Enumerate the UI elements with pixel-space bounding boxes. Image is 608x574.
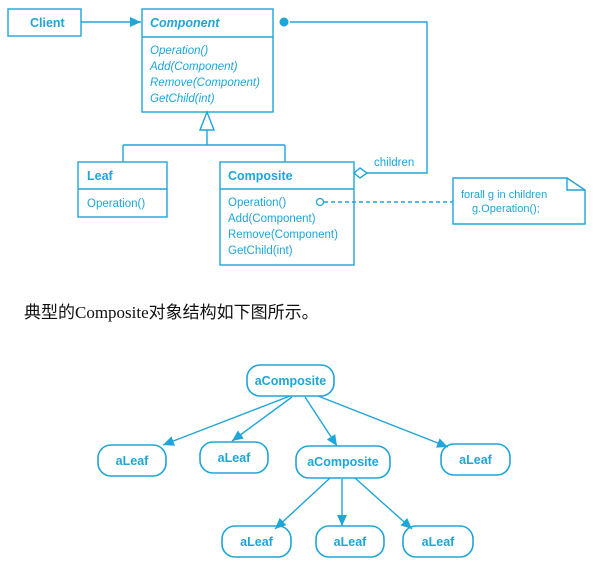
client-title: Client	[30, 16, 66, 30]
root-to-leaf3-link	[317, 395, 449, 448]
note-anchor-circle	[315, 197, 325, 207]
caption-text: 典型的Composite对象结构如下图所示。	[24, 303, 319, 322]
composite-op-3: Remove(Component)	[228, 229, 338, 241]
composite2-node	[295, 445, 391, 479]
component-title: Component	[150, 16, 220, 30]
note-box	[452, 177, 586, 225]
multiplicity-dot	[279, 17, 289, 27]
leaf5-label: aLeaf	[334, 535, 367, 549]
children-label: children	[374, 157, 414, 169]
note-line-2: g.Operation();	[472, 203, 540, 215]
component-op-3: Remove(Component)	[150, 77, 260, 89]
component-op-1: Operation()	[150, 45, 208, 57]
root-composite-label: aComposite	[255, 374, 327, 388]
leaf4-node	[221, 525, 292, 558]
leaf5-node	[315, 525, 385, 558]
root-to-leaf1-link	[162, 395, 291, 446]
composite2-label: aComposite	[307, 455, 379, 469]
leaf2-label: aLeaf	[218, 451, 251, 465]
composite2-to-leaf4-link	[274, 477, 331, 530]
root-composite-node	[246, 364, 335, 397]
leaf2-node	[199, 441, 269, 474]
component-op-2: Add(Component)	[149, 61, 238, 73]
leaf6-label: aLeaf	[422, 535, 455, 549]
note-line-1: forall g in children	[461, 189, 547, 201]
root-to-composite2-link	[304, 396, 338, 447]
children-aggregation-line	[290, 21, 428, 174]
leaf4-label: aLeaf	[240, 535, 273, 549]
note-fold	[566, 178, 585, 191]
leaf1-label: aLeaf	[116, 454, 149, 468]
inheritance-triangle	[198, 110, 216, 131]
composite2-to-leaf6-link	[354, 477, 413, 530]
component-op-4: GetChild(int)	[150, 93, 215, 105]
composite-op-1: Operation()	[228, 197, 286, 209]
leaf1-node	[97, 444, 167, 477]
leaf-title: Leaf	[87, 169, 114, 183]
leaf3-node	[440, 443, 511, 476]
composite-box	[219, 161, 355, 266]
leaf6-node	[402, 525, 474, 558]
composite-op-4: GetChild(int)	[228, 245, 293, 257]
root-to-leaf2-link	[231, 396, 293, 442]
leaf3-label: aLeaf	[459, 453, 492, 467]
aggregation-diamond	[352, 167, 369, 179]
leaf-op-1: Operation()	[87, 198, 145, 210]
composite-op-2: Add(Component)	[228, 213, 316, 225]
composite-title: Composite	[228, 169, 293, 183]
